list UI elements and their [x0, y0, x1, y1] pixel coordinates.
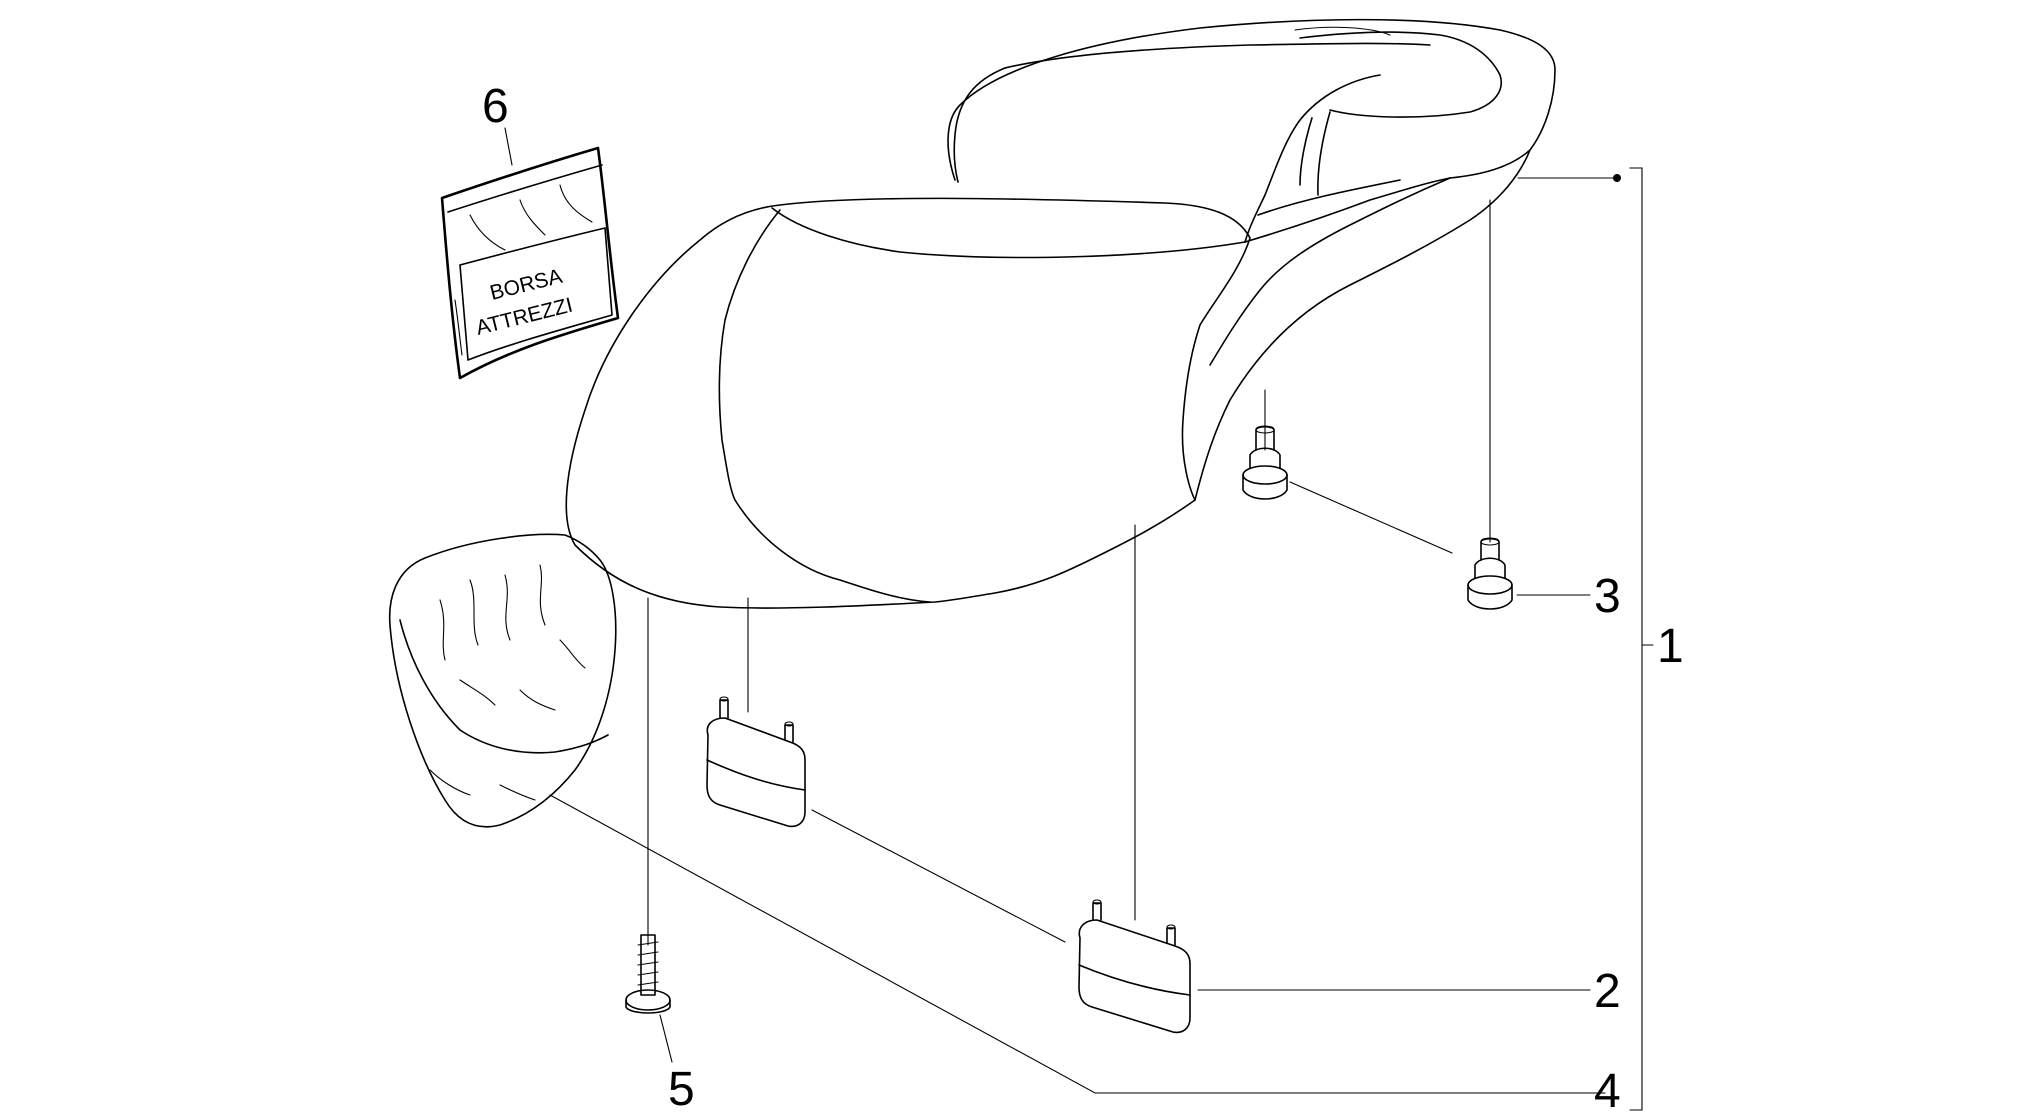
callout-1: 1: [1657, 620, 1684, 673]
callout-5: 5: [668, 1063, 695, 1115]
front-net: [388, 533, 617, 828]
buffer-upper: [1242, 425, 1288, 500]
callout-4: 4: [1594, 1065, 1621, 1115]
rubber-block-upper: [706, 696, 806, 828]
callout-3: 3: [1594, 570, 1621, 623]
leader-1-dot: [1613, 174, 1621, 182]
bracket-1: [1629, 167, 1654, 1111]
tool-bag-label-line2: ATTREZZI: [474, 294, 575, 340]
leader-4: [549, 794, 1606, 1094]
leader-6: [504, 127, 513, 166]
screw: [625, 934, 671, 1014]
callout-6: 6: [482, 80, 509, 133]
rubber-block-lower: [1078, 899, 1191, 1034]
seat: [565, 18, 1556, 609]
leader-2-link: [811, 809, 1066, 943]
leader-3-link: [1289, 481, 1453, 554]
buffer-lower: [1467, 537, 1513, 610]
leader-5: [659, 1014, 673, 1063]
callout-2: 2: [1594, 965, 1621, 1018]
tool-bag: [440, 146, 620, 380]
